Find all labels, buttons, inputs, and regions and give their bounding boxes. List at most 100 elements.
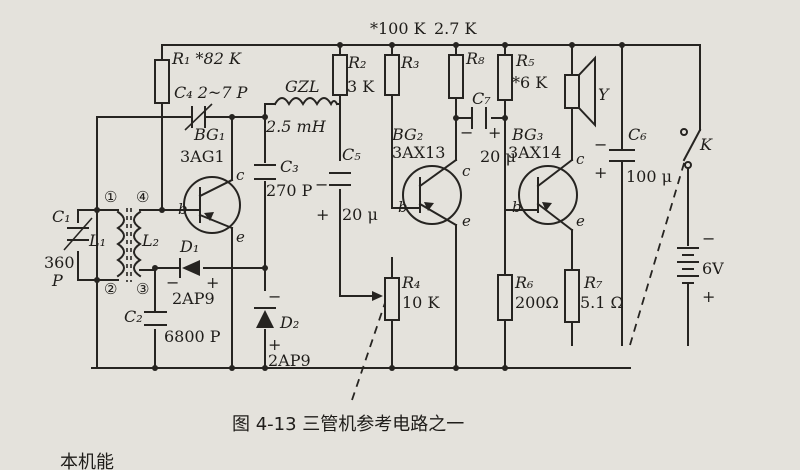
label-d1-minus: − — [166, 273, 179, 292]
label-d2-minus: − — [268, 287, 281, 306]
label-d2: D₂ — [279, 313, 299, 332]
potentiometer-r4 — [384, 277, 400, 321]
label-c5: C₅ — [342, 145, 361, 164]
capacitor-c7 — [471, 107, 487, 129]
label-r2: R₂ — [347, 53, 366, 72]
pin-c-bg2: c — [462, 162, 471, 180]
label-bg1: BG₁ — [193, 125, 225, 144]
label-c7-plus: + — [488, 123, 501, 142]
label-c6-value: 100 μ — [626, 167, 672, 186]
coil-l1 — [116, 210, 125, 278]
label-r4: R₄ — [401, 273, 420, 292]
label-c3-value: 270 P — [266, 181, 313, 200]
label-r7: R₇ — [583, 273, 603, 292]
pin-c-bg3: c — [576, 150, 585, 168]
capacitor-c5 — [329, 172, 351, 186]
label-r2-value: 3 K — [347, 77, 375, 96]
label-speaker: Y — [598, 85, 610, 104]
inductor-gzl — [273, 97, 339, 107]
resistor-r8 — [448, 54, 464, 99]
label-bg2-type: 3AX13 — [392, 143, 445, 162]
pin-b-bg1: b — [178, 200, 188, 218]
pin-e-bg3: e — [576, 212, 585, 230]
pin-b-bg2: b — [398, 198, 408, 216]
label-c6: C₆ — [628, 125, 647, 144]
resistor-r5 — [497, 54, 513, 101]
resistor-r3 — [384, 54, 400, 96]
pin-e-bg2: e — [462, 212, 471, 230]
label-bg2: BG₂ — [391, 125, 423, 144]
label-battery: 6V — [702, 259, 724, 278]
wiring — [77, 44, 701, 401]
label-r3-value: *100 K — [370, 19, 427, 38]
transistor-bg3 — [518, 158, 578, 232]
pin-b-bg3: b — [512, 198, 522, 216]
capacitor-c4 — [184, 103, 213, 131]
label-d2-plus: + — [268, 335, 281, 354]
label-c5-minus: − — [315, 175, 328, 194]
label-bg3-type: 3AX14 — [508, 143, 561, 162]
label-d1: D₁ — [179, 237, 199, 256]
resistor-r7 — [564, 269, 580, 323]
label-r3: R₃ — [400, 53, 419, 72]
label-node2: ② — [104, 280, 117, 298]
label-l1: L₁ — [88, 231, 106, 250]
label-d2-type: 2AP9 — [268, 351, 311, 370]
label-r5-value: *6 K — [512, 73, 548, 92]
label-c2: C₂ — [124, 307, 143, 326]
label-c7-minus: − — [460, 123, 473, 142]
label-r8: R₈ — [465, 49, 485, 68]
resistor-r1 — [154, 59, 170, 104]
pin-c-bg1: c — [236, 166, 245, 184]
label-c5-value: 20 μ — [342, 205, 378, 224]
label-r6: R₆ — [514, 273, 534, 292]
label-r8-value: 2.7 K — [434, 19, 478, 38]
label-c1: C₁ — [52, 207, 71, 226]
label-d1-type: 2AP9 — [172, 289, 215, 308]
label-node4: ④ — [136, 188, 149, 206]
label-l2: L₂ — [141, 231, 159, 250]
label-bg3: BG₃ — [511, 125, 543, 144]
label-c7-value: 20 μ — [480, 147, 516, 166]
diode-d1 — [179, 258, 200, 278]
component-labels: R₁ *82 K C₄ 2~7 P GZL 2.5 mH R₂ 3 K *100… — [44, 19, 724, 370]
battery-6v — [677, 247, 699, 284]
label-c6-plus: + — [594, 163, 607, 182]
pin-e-bg1: e — [236, 228, 245, 246]
label-r6-value: 200Ω — [515, 293, 559, 312]
capacitor-c2 — [144, 311, 167, 326]
label-gzl: GZL — [285, 77, 320, 96]
resistor-r2 — [332, 54, 348, 96]
label-c6-minus: − — [594, 135, 607, 154]
label-d1-plus: + — [206, 273, 219, 292]
resistor-r6 — [497, 274, 513, 321]
label-node1: ① — [104, 188, 117, 206]
diode-d2 — [254, 307, 276, 328]
label-c7: C₇ — [472, 89, 491, 108]
capacitor-c6 — [609, 149, 635, 162]
transistor-bg1 — [183, 176, 241, 234]
label-battery-plus: + — [702, 287, 715, 306]
label-switch: K — [699, 135, 713, 154]
label-c2-value: 6800 P — [164, 327, 221, 346]
label-c3: C₃ — [280, 157, 299, 176]
label-c1-value-b: P — [51, 271, 63, 290]
label-r7-value: 5.1 Ω — [580, 293, 624, 312]
transistor-bg2 — [402, 158, 462, 227]
label-c1-value-a: 360 — [44, 253, 75, 272]
bottom-text: 本机能 — [60, 452, 114, 470]
label-c4: C₄ 2~7 P — [174, 83, 248, 102]
coil-l2 — [133, 210, 142, 278]
switch-k — [680, 128, 702, 169]
capacitor-c3 — [254, 164, 276, 180]
label-r1: R₁ *82 K — [171, 49, 242, 68]
speaker-y — [564, 55, 596, 128]
label-gzl-value: 2.5 mH — [265, 117, 327, 136]
label-c5-plus: + — [316, 205, 329, 224]
label-bg1-type: 3AG1 — [180, 147, 225, 166]
label-node3: ③ — [136, 280, 149, 298]
label-battery-minus: − — [702, 229, 715, 248]
label-r4-value: 10 K — [402, 293, 440, 312]
